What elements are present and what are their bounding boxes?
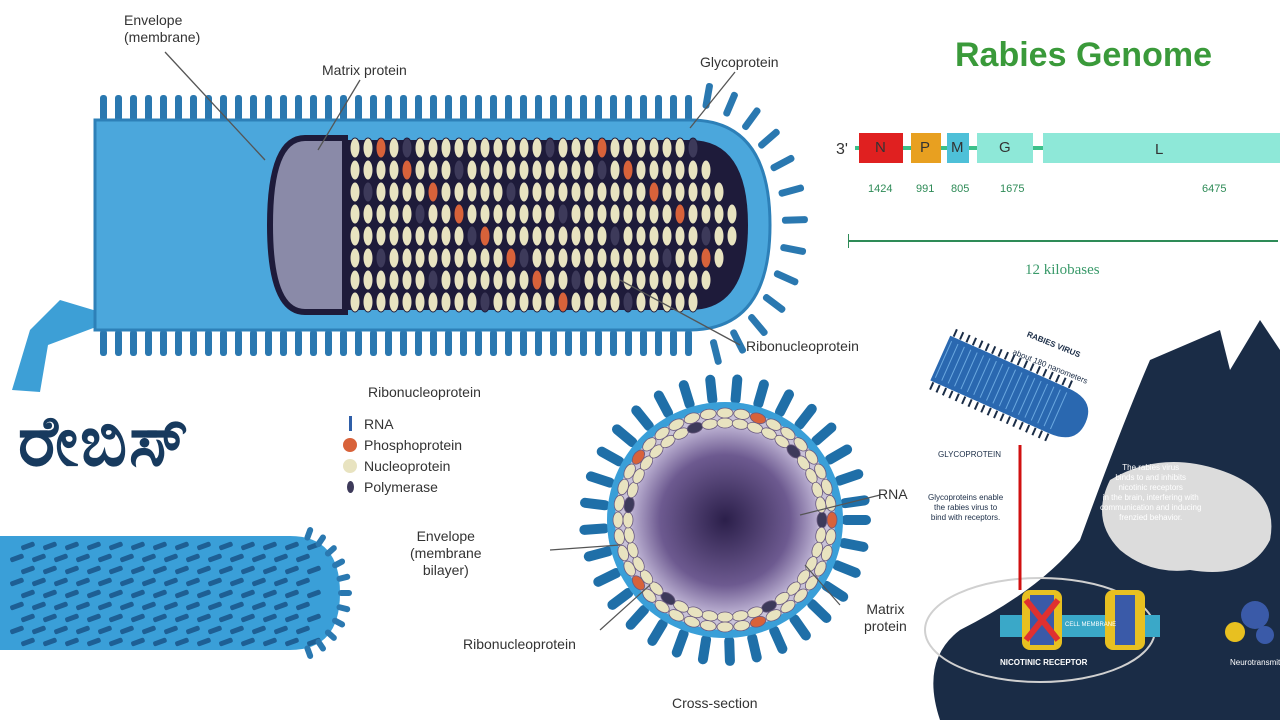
legend-swatch — [349, 416, 352, 431]
panel-neuro-label: Neurotransmitter — [1230, 658, 1280, 667]
virion-tail — [12, 300, 120, 392]
cross-rnp-label: Ribonucleoprotein — [463, 636, 576, 652]
gene-g-length: 1675 — [1000, 183, 1025, 195]
legend-label: Phosphoprotein — [364, 437, 463, 453]
cross-section-diagram — [549, 374, 881, 666]
gene-l-length: 6475 — [1202, 183, 1227, 195]
rabies-virion-diagram — [12, 51, 808, 392]
panel-cell-label: CELL MEMBRANE — [1065, 622, 1117, 628]
gene-m: M — [947, 133, 969, 163]
cross-matrix-label: Matrix protein — [864, 601, 907, 634]
receptor-open — [1105, 590, 1145, 650]
legend-label: Polymerase — [364, 479, 438, 495]
legend-title: Ribonucleoprotein — [368, 384, 481, 400]
gene-n: N — [859, 133, 903, 163]
panel-glyco-desc: Glycoproteins enable the rabies virus to… — [928, 493, 1004, 522]
gene-n-length: 1424 — [868, 183, 893, 195]
receptor-blocked — [1022, 590, 1062, 650]
genome-strand-label: 3' — [836, 141, 848, 158]
virion-core — [300, 140, 748, 310]
legend-label: Nucleoprotein — [364, 458, 451, 474]
legend-swatch — [343, 438, 357, 452]
genome-scale-bar — [848, 240, 1278, 242]
glycoprotein-label: Glycoprotein — [700, 54, 779, 70]
genome-map: N P M G L — [855, 133, 1280, 163]
gene-g: G — [977, 133, 1033, 163]
gene-l: L — [1043, 133, 1280, 163]
cross-section-caption: Cross-section — [672, 695, 758, 711]
matrix-shell — [266, 135, 348, 315]
gene-p-length: 991 — [916, 183, 935, 195]
cross-rna-label: RNA — [878, 486, 908, 502]
envelope-label: Envelope (membrane) — [124, 12, 201, 45]
matrix-protein-label: Matrix protein — [322, 62, 407, 78]
panel-brain-desc: The rabies virus binds to and inhibits n… — [1100, 463, 1202, 522]
kannada-title: ರೇಬಿಸ್ — [18, 400, 191, 482]
panel-glyco-label: GLYCOPROTEIN — [938, 450, 1001, 459]
genome-title: Rabies Genome — [955, 36, 1212, 74]
legend-swatch — [343, 459, 357, 473]
genome-scale-label: 12 kilobases — [1025, 262, 1100, 278]
gene-p: P — [911, 133, 941, 163]
receptor-panel: RABIES VIRUS about 180 nanometers GLYCOP… — [920, 310, 1280, 720]
virion-surface-view — [0, 527, 352, 659]
ribonucleoprotein-label: Ribonucleoprotein — [746, 338, 859, 354]
cross-envelope-label: Envelope (membrane bilayer) — [410, 528, 482, 578]
gene-m-length: 805 — [951, 183, 970, 195]
panel-receptor-label: NICOTINIC RECEPTOR — [1000, 658, 1088, 667]
legend-label: RNA — [364, 416, 394, 432]
legend-swatch — [347, 481, 354, 493]
